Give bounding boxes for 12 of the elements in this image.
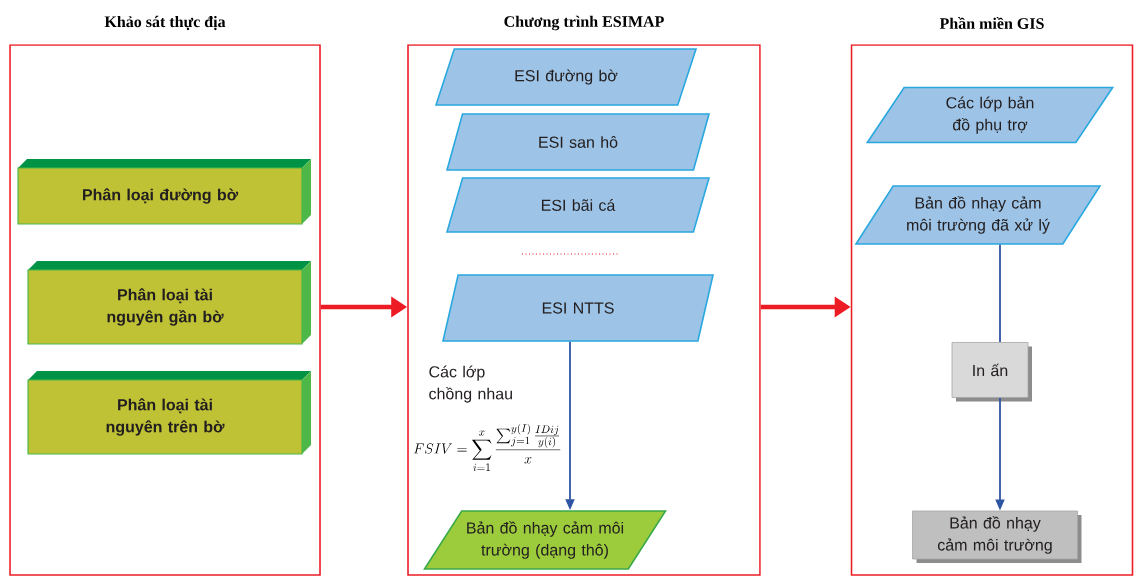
layer-parallelogram: Bản đồ nhạy cảm môi trường (dạng thô)	[423, 510, 667, 570]
panel-heading: Chương trình ESIMAP	[504, 15, 664, 31]
panel-heading: Khảo sát thực địa	[104, 15, 226, 31]
layer-parallelogram: ESI NTTS	[442, 274, 714, 342]
formula: $FSIV = \sum_{i=1}^{x} \frac{\sum_{j=1}^{y(I)} \frac{IDij}{y(i)}}{x}$	[413, 423, 561, 472]
process-box: Phân loại đường bờ	[17, 159, 311, 225]
process-box: Phân loại tài nguyên gần bờ	[27, 261, 311, 345]
note-text: Các lớp chồng nhau	[429, 365, 512, 403]
process-box: Bản đồ nhạy cảm môi trường	[912, 510, 1082, 563]
panel-heading: Phần miền GIS	[939, 17, 1044, 29]
process-box: In ấn	[951, 342, 1032, 402]
process-box: Phân loại tài nguyên trên bờ	[27, 371, 311, 455]
